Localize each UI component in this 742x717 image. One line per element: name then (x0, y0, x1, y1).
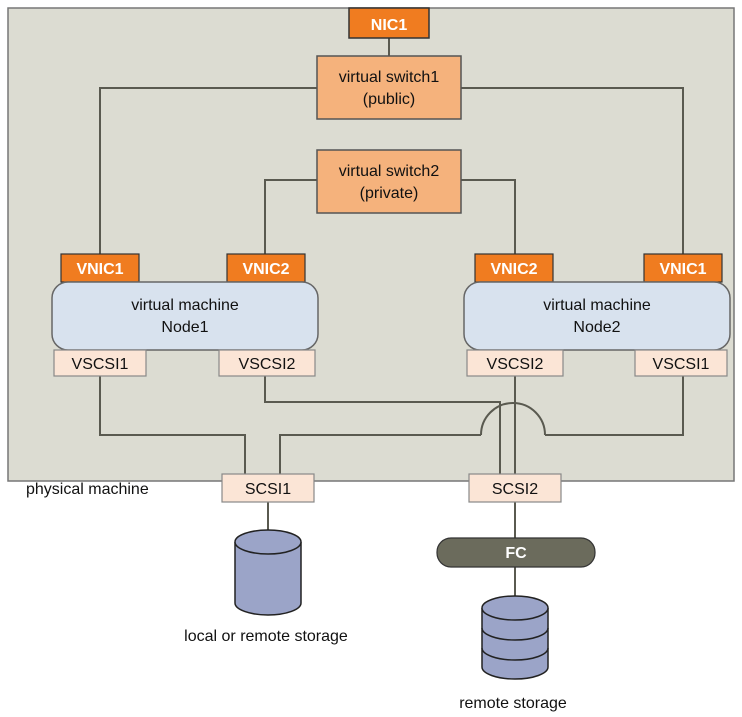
remote-storage-label: remote storage (459, 695, 567, 712)
node1-vscsi2-label: VSCSI2 (239, 356, 296, 373)
scsi2-box (468, 473, 562, 503)
vm-node2-label: virtual machine (543, 297, 651, 314)
scsi2-label: SCSI2 (492, 481, 538, 498)
virtual-switch2-label: virtual switch2 (339, 163, 440, 180)
node1-vscsi1-tag (53, 349, 147, 377)
remote-storage-disk-icon (481, 595, 549, 680)
vm-node1-name: Node1 (161, 319, 208, 336)
node2-vscsi1-label: VSCSI1 (653, 356, 710, 373)
node2-vnic2-tag (474, 253, 554, 283)
virtual-switch2-sublabel: (private) (360, 185, 419, 202)
vm-node1-label: virtual machine (131, 297, 239, 314)
local-storage-disk-icon (234, 529, 302, 616)
vm-node2-name: Node2 (573, 319, 620, 336)
vm-node2-box (463, 281, 731, 351)
node1-vnic1-label: VNIC1 (76, 261, 123, 278)
physical-machine-label: physical machine (26, 481, 149, 498)
virtual-switch1-label: virtual switch1 (339, 69, 440, 86)
scsi1-label: SCSI1 (245, 481, 291, 498)
nic1-box (348, 7, 430, 39)
node1-vscsi1-label: VSCSI1 (72, 356, 129, 373)
node2-vscsi2-tag (466, 349, 564, 377)
node1-vscsi2-tag (218, 349, 316, 377)
fc-switch (436, 537, 596, 568)
virtual-switch1-box (316, 55, 462, 120)
virtual-switch1-sublabel: (public) (363, 91, 415, 108)
fc-label: FC (505, 545, 527, 562)
node1-vnic2-label: VNIC2 (242, 261, 289, 278)
virtual-switch2-box (316, 149, 462, 214)
node1-vnic1-tag (60, 253, 140, 283)
node2-vnic1-label: VNIC1 (659, 261, 706, 278)
storage-wires (99, 375, 684, 598)
network-wires (99, 38, 684, 257)
node1-vnic2-tag (226, 253, 306, 283)
scsi1-box (221, 473, 315, 503)
vm-node1-box (51, 281, 319, 351)
node2-vnic1-tag (643, 253, 723, 283)
nic1-label: NIC1 (371, 17, 408, 34)
node2-vnic2-label: VNIC2 (490, 261, 537, 278)
node2-vscsi1-tag (634, 349, 728, 377)
node2-vscsi2-label: VSCSI2 (487, 356, 544, 373)
local-storage-label: local or remote storage (184, 628, 348, 645)
